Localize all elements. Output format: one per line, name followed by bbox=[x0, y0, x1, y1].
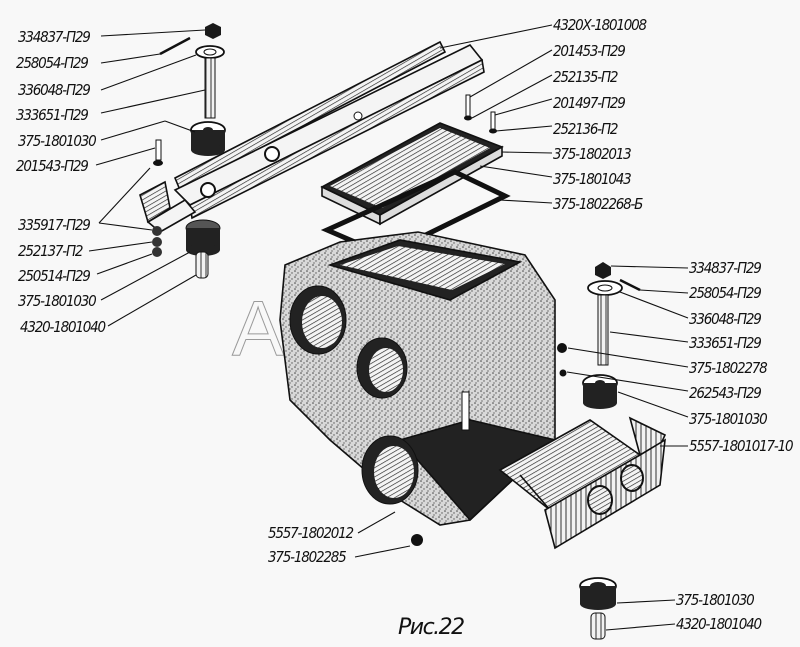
part-label: 201543-П29 bbox=[16, 157, 88, 175]
part-label: 333651-П29 bbox=[16, 106, 88, 124]
support-bracket bbox=[498, 416, 667, 550]
left-mount-hardware bbox=[152, 23, 226, 279]
labels-left: 334837-П29 258054-П29 336048-П29 333651-… bbox=[16, 28, 107, 336]
bottom-mount-hardware bbox=[579, 577, 617, 640]
part-label: 335917-П29 bbox=[18, 216, 90, 234]
part-label: 375-1801030 bbox=[689, 410, 767, 428]
part-label: 375-1801043 bbox=[553, 170, 631, 188]
cover-bolts bbox=[464, 94, 497, 134]
part-label: 375-1801030 bbox=[18, 292, 96, 310]
small-bracket bbox=[139, 180, 197, 233]
part-label: 375-1801030 bbox=[18, 132, 96, 150]
part-label: 201497-П29 bbox=[553, 94, 625, 112]
part-label: 201453-П29 bbox=[553, 42, 625, 60]
part-label: 252135-П2 bbox=[553, 68, 618, 86]
part-label: 375-1802013 bbox=[553, 145, 631, 163]
right-mount-hardware bbox=[557, 262, 641, 409]
labels-mid-right: 334837-П29 258054-П29 336048-П29 333651-… bbox=[689, 259, 794, 455]
labels-top-right: 4320Х-1801008 201453-П29 252135-П2 20149… bbox=[553, 16, 648, 213]
part-label: 4320Х-1801008 bbox=[553, 16, 647, 34]
part-label: 250514-П29 bbox=[18, 267, 90, 285]
gearbox-housing bbox=[279, 231, 557, 546]
labels-bottom: 5557-1802012 375-1802285 375-1801030 432… bbox=[268, 524, 763, 633]
leader-lines bbox=[88, 24, 689, 631]
part-label: 375-1802278 bbox=[689, 359, 767, 377]
part-label: 258054-П29 bbox=[16, 54, 88, 72]
part-label: 4320-1801040 bbox=[20, 318, 106, 336]
part-label: 334837-П29 bbox=[18, 28, 90, 46]
part-label: 375-1801030 bbox=[676, 591, 754, 609]
part-label: 252137-П2 bbox=[18, 242, 83, 260]
part-label: 5557-1801017-10 bbox=[689, 437, 793, 455]
part-label: 333651-П29 bbox=[689, 334, 761, 352]
part-label: 5557-1802012 bbox=[268, 524, 354, 542]
part-label: 336048-П29 bbox=[18, 81, 90, 99]
part-label: 258054-П29 bbox=[689, 284, 761, 302]
part-label: 4320-1801040 bbox=[676, 615, 762, 633]
part-label: 262543-П29 bbox=[689, 384, 761, 402]
part-label: 334837-П29 bbox=[689, 259, 761, 277]
part-label: 336048-П29 bbox=[689, 310, 761, 328]
part-label: 252136-П2 bbox=[553, 120, 618, 138]
part-label: 375-1802285 bbox=[268, 548, 346, 566]
frame-bracket bbox=[173, 40, 485, 220]
part-label: 375-1802268-Б bbox=[553, 195, 643, 213]
figure-caption: Рис.22 bbox=[398, 615, 464, 640]
